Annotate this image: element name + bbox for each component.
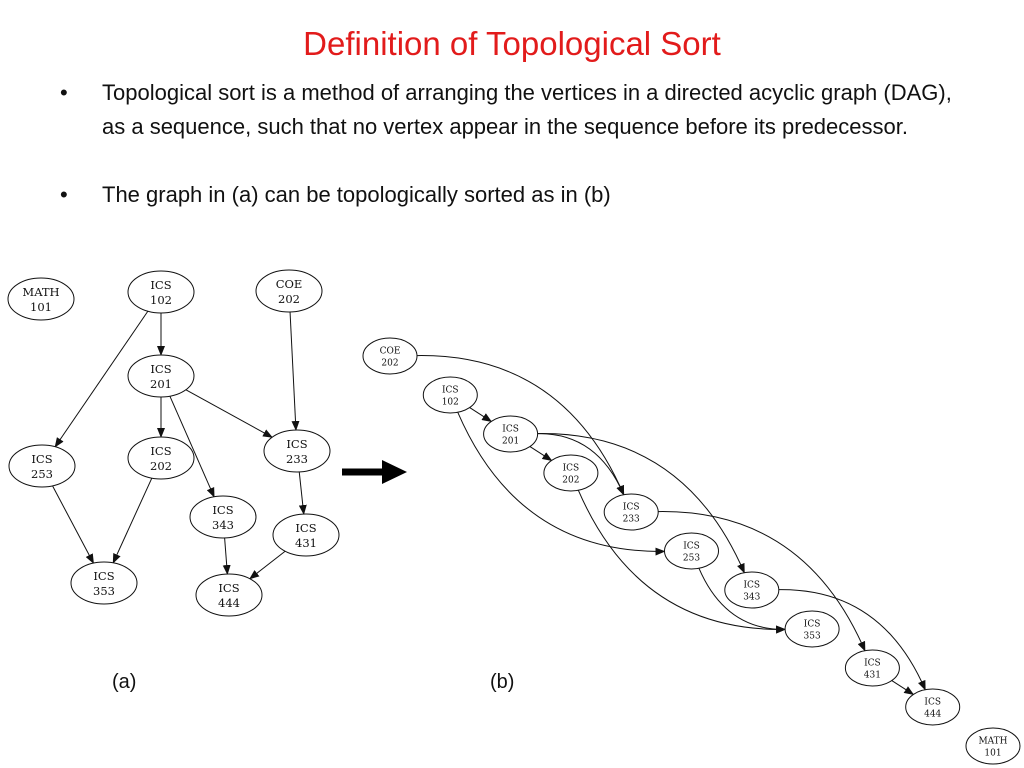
- graph-b-edge: [469, 407, 493, 423]
- graph-a-node-ics343: [189, 495, 257, 539]
- graph-b-edge: [537, 433, 745, 574]
- graph-a-edge: [222, 537, 231, 576]
- graph-b-edge: [457, 412, 666, 556]
- graph-a-node-label: ICS: [212, 503, 233, 517]
- graph-b-node-ics343: [724, 571, 780, 609]
- graph-b-node-label: 202: [381, 358, 398, 368]
- bullet-list: • Topological sort is a method of arrang…: [58, 76, 958, 212]
- bullet-item: • The graph in (a) can be topologically …: [58, 178, 958, 212]
- graph-b-node-label: 253: [683, 553, 700, 563]
- graph-b-node-ics431: [844, 649, 900, 687]
- graph-b-node-label: 102: [442, 397, 459, 407]
- graph-a-node-ics444: [195, 573, 263, 617]
- graph-a-node-label: 101: [30, 300, 52, 314]
- graph-b-node-label: 233: [623, 514, 640, 524]
- graph-a-edge: [289, 311, 300, 432]
- graph-b-node-label: ICS: [683, 542, 700, 552]
- bullet-item: • Topological sort is a method of arrang…: [58, 76, 958, 144]
- graph-b-edge: [577, 490, 787, 634]
- graph-a-node-ics201: [127, 354, 195, 398]
- graph-b-node-label: 444: [924, 709, 941, 719]
- graph-a-node-label: 201: [150, 377, 172, 391]
- graph-a-node-label: ICS: [218, 581, 239, 595]
- graph-a-node-coe202: [255, 269, 323, 313]
- graph-b-edge: [529, 446, 553, 462]
- graph-b-node-label: ICS: [743, 581, 760, 591]
- graph-a-node-label: 353: [93, 584, 115, 598]
- graph-b-node-label: 201: [502, 436, 519, 446]
- graph-b-edge: [891, 680, 915, 696]
- bullet-dot-icon: •: [60, 182, 68, 207]
- graph-a-node-label: ICS: [295, 521, 316, 535]
- graph-b-node-label: 101: [984, 748, 1001, 758]
- graph-a-node-label: 444: [218, 596, 240, 610]
- graph-b-node-ics253: [664, 532, 719, 570]
- graph-a-edge: [54, 310, 149, 448]
- graph-b-node-ics233: [603, 493, 659, 531]
- graph-b-edge: [658, 511, 866, 652]
- graph-b-node-label: 431: [864, 670, 881, 680]
- graph-b-edge: [416, 355, 625, 496]
- graph-b-node-ics444: [905, 688, 961, 726]
- graph-a-edge: [169, 396, 215, 498]
- graph-a-node-label: 431: [295, 536, 317, 550]
- graph-a: MATH101ICS102COE202ICS201ICS253ICS202ICS…: [7, 269, 340, 617]
- bullet-text: Topological sort is a method of arrangin…: [102, 80, 952, 139]
- right-arrow-icon: [342, 460, 407, 484]
- graph-b-node-coe202: [362, 337, 418, 375]
- caption-a: (a): [112, 671, 136, 693]
- graph-a-node-label: ICS: [150, 444, 171, 458]
- graph-a-node-ics353: [70, 561, 138, 605]
- graph-a-node-ics431: [272, 513, 340, 557]
- graph-a-node-label: ICS: [93, 569, 114, 583]
- graph-b-node-label: ICS: [804, 620, 821, 630]
- graph-b-node-label: 202: [562, 475, 579, 485]
- graph-a-node-label: 253: [31, 467, 53, 481]
- graph-b-node-label: COE: [380, 347, 401, 357]
- graph-a-node-ics102: [127, 270, 195, 314]
- graph-a-node-label: ICS: [31, 452, 52, 466]
- slide-title: Definition of Topological Sort: [303, 25, 721, 62]
- graph-a-node-label: MATH: [22, 285, 59, 299]
- graph-a-node-label: 202: [150, 459, 172, 473]
- graph-b-node-ics202: [543, 454, 599, 492]
- graph-a-node-label: COE: [276, 277, 303, 291]
- bullet-dot-icon: •: [60, 80, 68, 105]
- graph-b-node-ics201: [483, 415, 539, 453]
- graph-b-node-math101: [965, 727, 1021, 765]
- graph-a-node-ics253: [8, 444, 76, 488]
- graph-a-node-label: 233: [286, 452, 308, 466]
- graph-a-node-ics233: [263, 429, 331, 473]
- graph-b-node-label: ICS: [924, 698, 941, 708]
- graph-a-edge: [249, 550, 286, 580]
- graph-b-node-label: ICS: [563, 464, 580, 474]
- graph-a-edge: [52, 485, 94, 564]
- graph-b: MATH101ICS102COE202ICS201ICS253ICS202ICS…: [362, 337, 1021, 765]
- graph-a-node-label: 343: [212, 518, 234, 532]
- graph-b-edge: [778, 589, 926, 691]
- graph-a-edge: [185, 389, 273, 438]
- graph-b-node-label: ICS: [442, 386, 459, 396]
- graph-b-node-label: ICS: [623, 503, 640, 513]
- graph-a-node-label: ICS: [150, 362, 171, 376]
- graph-b-node-label: 343: [743, 592, 760, 602]
- graph-a-edge: [112, 477, 153, 564]
- graph-a-node-label: 102: [150, 293, 172, 307]
- graph-a-edge: [298, 471, 307, 516]
- bullet-text: The graph in (a) can be topologically so…: [102, 182, 611, 207]
- graph-b-node-label: MATH: [978, 737, 1007, 747]
- graph-b-node-label: ICS: [502, 425, 519, 435]
- graph-a-node-label: ICS: [150, 278, 171, 292]
- graph-b-node-ics102: [422, 376, 478, 414]
- caption-b: (b): [490, 671, 514, 693]
- graph-a-node-math101: [7, 277, 75, 321]
- graph-b-edge: [698, 568, 787, 634]
- graph-a-node-label: ICS: [286, 437, 307, 451]
- graph-a-node-ics202: [127, 436, 195, 480]
- graph-b-node-label: 353: [804, 631, 821, 641]
- graph-b-node-ics353: [784, 610, 840, 648]
- graph-a-node-label: 202: [278, 292, 300, 306]
- graph-b-node-label: ICS: [864, 659, 881, 669]
